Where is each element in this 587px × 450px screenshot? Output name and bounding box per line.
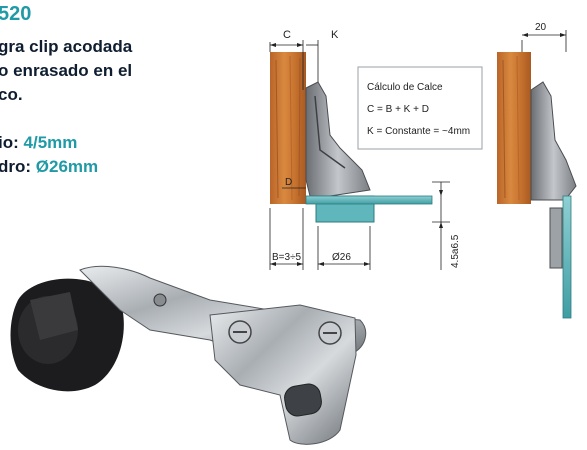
product-description-line-3: co. [0,85,23,104]
info-title: Cálculo de Calce [367,82,443,93]
spec-overlay: io: 4/5mm [0,133,77,153]
dimension-arrows [270,33,566,266]
spec-cup-diameter-value: Ø26mm [35,157,99,176]
label-k: K [331,29,339,41]
spec-cup-diameter-label: dro: [0,157,32,176]
info-formula: C = B + K + D [367,104,429,115]
product-description-line-1: gra clip acodada [0,37,133,56]
label-b: B=3÷5 [272,252,302,263]
hinge-arm-right [530,81,577,201]
hinge-cup-right [549,207,563,269]
glass-door-left [305,195,433,205]
wood-panel-left [270,52,306,204]
label-c: C [283,29,291,41]
label-cup: Ø26 [332,252,351,263]
dimension-lines [269,30,567,270]
glass-door-right [562,195,572,319]
hinge-arm-left [305,81,371,197]
wood-panel-right [497,52,531,204]
info-constant: K = Constante = ~4mm [367,126,470,137]
spec-cup-diameter: dro: Ø26mm [0,157,98,177]
label-width: 20 [535,22,547,33]
label-d: D [285,177,292,188]
spec-overlay-label: io: [0,133,19,152]
spec-overlay-value: 4/5mm [23,133,78,152]
product-description-line-2: o enrasado en el [0,61,133,80]
product-code: 520 [0,3,32,25]
label-depth: 4.5a6.5 [450,234,461,268]
calce-info-box: Cálculo de Calce C = B + K + D K = Const… [357,66,483,150]
